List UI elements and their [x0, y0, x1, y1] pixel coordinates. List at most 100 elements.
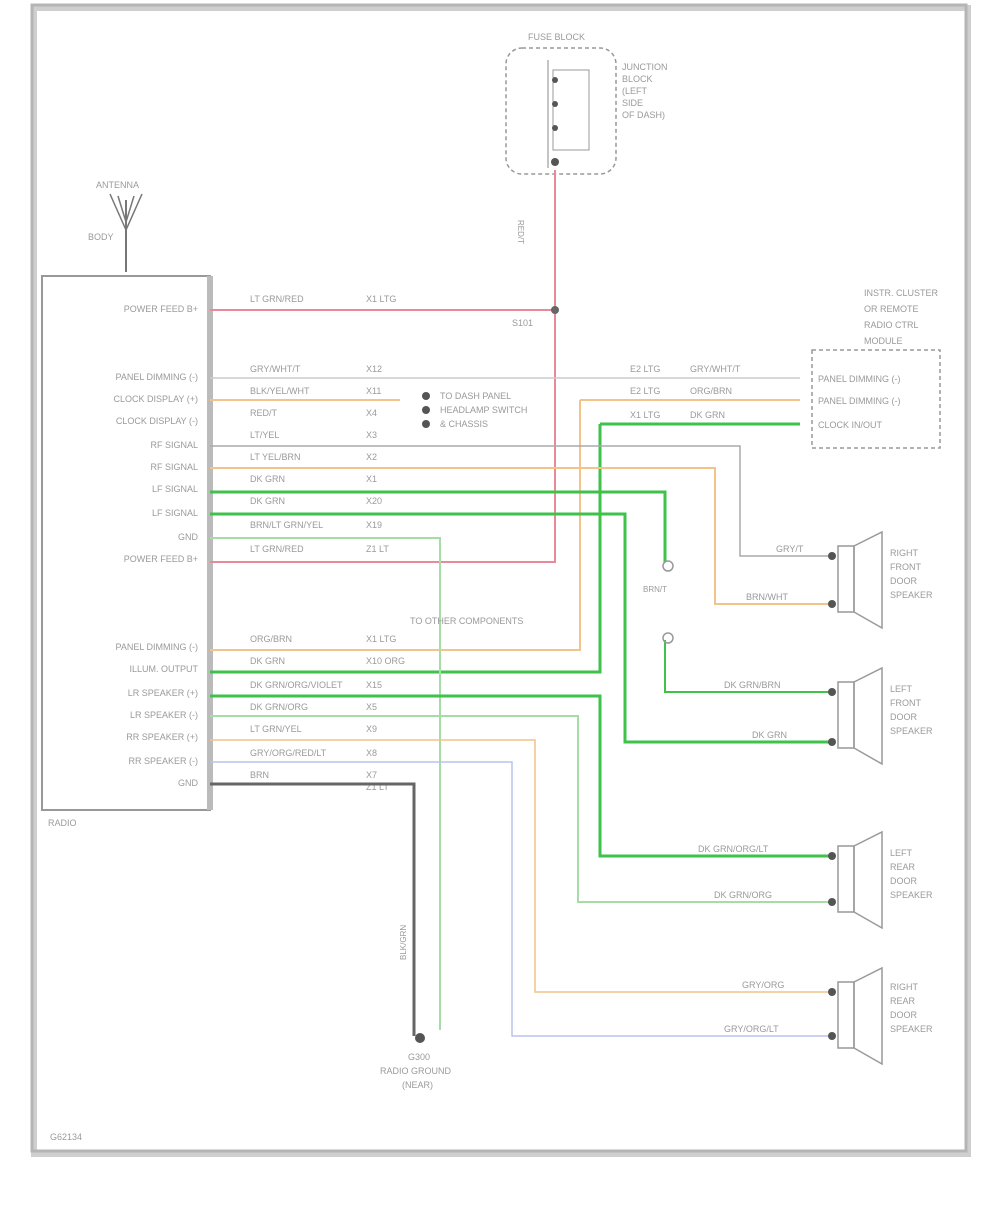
lf-speaker-line-1: LEFT	[890, 684, 913, 694]
radio-pin-label: RR SPEAKER (-)	[128, 756, 198, 766]
rf-speaker-line-3: DOOR	[890, 576, 918, 586]
lr-speaker-line-2: REAR	[890, 862, 916, 872]
ground-line-1: G300	[408, 1052, 430, 1062]
radio-pin-label: POWER FEED B+	[124, 554, 198, 564]
illum-wires	[210, 377, 800, 674]
right-rear-speaker-icon	[828, 966, 883, 1066]
radio-wire-color-label: DK GRN/ORG/VIOLET	[250, 680, 343, 690]
radio-pin-label: LF SIGNAL	[152, 484, 198, 494]
power-feed-wire	[210, 170, 556, 563]
lr-speaker-line-3: DOOR	[890, 876, 918, 886]
ground-wires	[210, 537, 441, 1036]
rr-speaker-line-3: DOOR	[890, 1010, 918, 1020]
fuse-block-line-3: (LEFT	[622, 86, 648, 96]
radio-pin-label: GND	[178, 778, 199, 788]
antenna-icon	[109, 193, 143, 272]
radio-circuit-label: X5	[366, 702, 377, 712]
illum-pin-3: CLOCK IN/OUT	[818, 420, 883, 430]
radio-wire-color-label: ORG/BRN	[250, 634, 292, 644]
lr-speaker-line-4: SPEAKER	[890, 890, 933, 900]
left-front-speaker-icon	[828, 666, 883, 766]
radio-pin-label: LR SPEAKER (+)	[128, 688, 198, 698]
radio-wire-color-label: LT GRN/RED	[250, 544, 304, 554]
radio-circuit-label: X11	[366, 386, 381, 396]
fuse-block-title: FUSE BLOCK	[528, 32, 585, 42]
lr-speaker-line-1: LEFT	[890, 848, 913, 858]
antenna-sublabel: BODY	[88, 232, 114, 242]
radio-wire-color-label: BLK/YEL/WHT	[250, 386, 310, 396]
radio-circuit-label: X1	[366, 474, 377, 484]
rr-wire-1: GRY/ORG	[742, 980, 784, 990]
legend-line-3: & CHASSIS	[440, 419, 488, 429]
radio-circuit-label: X4	[366, 408, 377, 418]
fuse-wire-label: RED/T	[516, 220, 525, 244]
radio-wire-color-label: BRN/LT GRN/YEL	[250, 520, 323, 530]
rf-wire-2: BRN/WHT	[746, 592, 788, 602]
radio-pin-label: ILLUM. OUTPUT	[129, 664, 198, 674]
rf-wire-1: GRY/T	[776, 544, 804, 554]
radio-circuit-label: X7	[366, 770, 377, 780]
radio-pin-label: GND	[178, 532, 199, 542]
illum-pin-2: PANEL DIMMING (-)	[818, 396, 901, 406]
fuse-block-line-4: SIDE	[622, 98, 643, 108]
radio-wire-color-label: DK GRN/ORG	[250, 702, 308, 712]
right-front-speaker-wires	[210, 445, 832, 605]
radio-wire-color-label: GRY/ORG/RED/LT	[250, 748, 327, 758]
radio-wire-color-label: DK GRN	[250, 656, 285, 666]
radio-pin-label: PANEL DIMMING (-)	[116, 642, 199, 652]
rr-wire-2: GRY/ORG/LT	[724, 1024, 779, 1034]
legend-bus: TO OTHER COMPONENTS	[410, 616, 523, 626]
radio-pin-label: LR SPEAKER (-)	[130, 710, 198, 720]
radio-pin-label: RF SIGNAL	[150, 440, 198, 450]
rf-speaker-line-2: FRONT	[890, 562, 921, 572]
page-code: G62134	[50, 1132, 82, 1142]
radio-circuit-label: Z1 LT	[366, 544, 389, 554]
legend	[422, 392, 430, 428]
antenna-label: ANTENNA	[96, 180, 139, 190]
radio-label: RADIO	[48, 818, 77, 828]
left-rear-speaker-wires	[210, 694, 832, 903]
right-front-speaker-icon	[828, 530, 883, 630]
illum-wire-2: ORG/BRN	[690, 386, 732, 396]
radio-pin-label: CLOCK DISPLAY (-)	[116, 416, 198, 426]
ground-line-2: RADIO GROUND	[380, 1066, 452, 1076]
radio-wire-color-labels: LT GRN/REDGRY/WHT/TBLK/YEL/WHTRED/TLT/YE…	[250, 294, 343, 780]
illum-circuit-1: E2 LTG	[630, 364, 660, 374]
illum-circuit-2: E2 LTG	[630, 386, 660, 396]
splice-label: S101	[512, 318, 533, 328]
rr-speaker-line-4: SPEAKER	[890, 1024, 933, 1034]
radio-pin-labels: POWER FEED B+ PANEL DIMMING (-) CLOCK DISP…	[114, 304, 199, 788]
lf-splice-bottom	[662, 632, 674, 644]
splice-dot	[551, 306, 559, 314]
illum-wire-1: GRY/WHT/T	[690, 364, 741, 374]
mid-label: BRN/T	[643, 585, 667, 594]
radio-circuit-label: X8	[366, 748, 377, 758]
radio-pin-label: POWER FEED B+	[124, 304, 198, 314]
radio-circuit-label: X10 ORG	[366, 656, 405, 666]
lf-speaker-line-3: DOOR	[890, 712, 918, 722]
illum-circuit-3: X1 LTG	[630, 410, 660, 420]
illum-module-title-1: INSTR. CLUSTER	[864, 288, 939, 298]
illum-module-title-2: OR REMOTE	[864, 304, 919, 314]
radio-wire-color-label: LT YEL/BRN	[250, 452, 301, 462]
radio-pin-label: PANEL DIMMING (-)	[116, 372, 199, 382]
fuse-block-line-1: JUNCTION	[622, 62, 668, 72]
radio-circuit-label: X1 LTG	[366, 634, 396, 644]
radio-circuit-label: X2	[366, 452, 377, 462]
radio-pin-label: LF SIGNAL	[152, 508, 198, 518]
rr-speaker-line-2: REAR	[890, 996, 916, 1006]
rf-speaker-line-4: SPEAKER	[890, 590, 933, 600]
illum-pin-1: PANEL DIMMING (-)	[818, 374, 901, 384]
left-front-speaker-wires	[210, 490, 832, 744]
radio-pin-label: CLOCK DISPLAY (+)	[114, 394, 198, 404]
legend-line-1: TO DASH PANEL	[440, 391, 511, 401]
legend-line-2: HEADLAMP SWITCH	[440, 405, 527, 415]
radio-wire-color-label: RED/T	[250, 408, 278, 418]
radio-circuit-label: X20	[366, 496, 382, 506]
radio-pin-label: RF SIGNAL	[150, 462, 198, 472]
radio-circuit-label: X12	[366, 364, 382, 374]
left-rear-speaker-icon	[828, 830, 883, 930]
radio-pin-label: RR SPEAKER (+)	[126, 732, 198, 742]
